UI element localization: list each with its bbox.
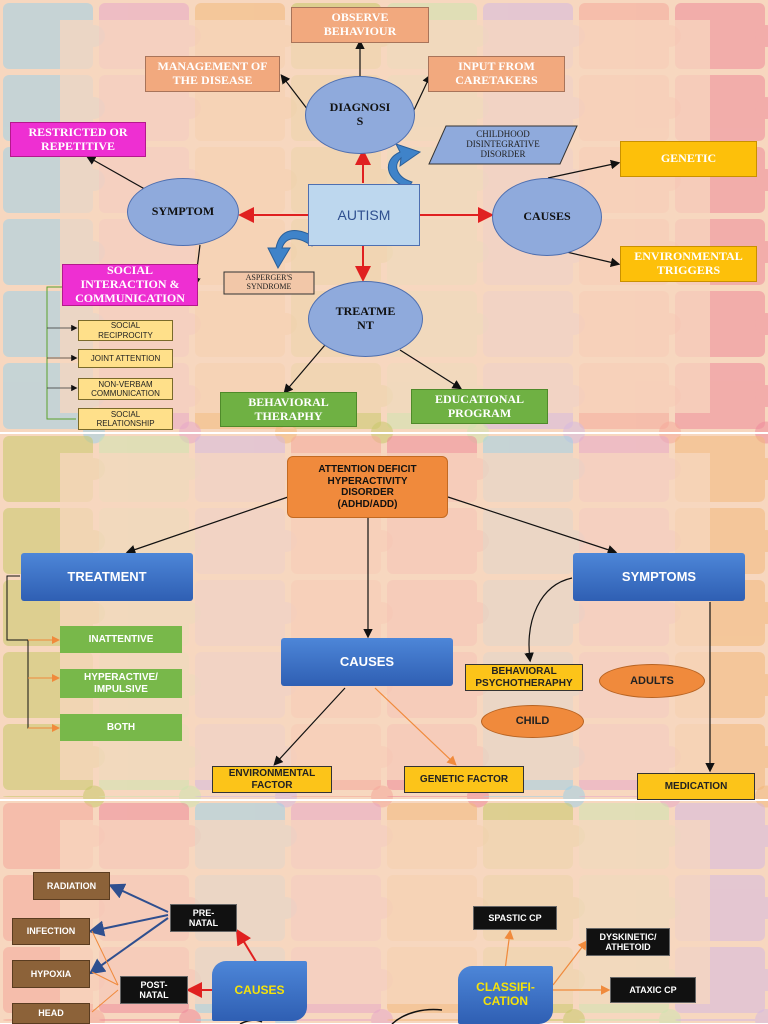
symptom-node: SYMPTOM [127,178,239,246]
puzzle-piece [675,1009,768,1024]
puzzle-piece [291,785,393,808]
child-node: CHILD [481,705,584,738]
prenatal-box: PRE- NATAL [170,904,237,932]
postnatal-box: POST- NATAL [120,976,188,1004]
observe-behaviour-box: OBSERVE BEHAVIOUR [291,7,429,43]
behavioral-therapy-box: BEHAVIORAL THERAPHY [220,392,357,427]
genetic-factor-box: GENETIC FACTOR [404,766,524,793]
dyskinetic-box: DYSKINETIC/ ATHETOID [586,928,670,956]
environmental-factor-box: ENVIRONMENTAL FACTOR [212,766,332,793]
classification-node: CLASSIFI- CATION [458,966,553,1024]
puzzle-piece [99,785,201,808]
asperger-node: ASPERGER'S SYNDROME [223,271,315,295]
asperger-label: ASPERGER'S SYNDROME [245,273,293,291]
puzzle-piece [579,1009,681,1024]
childhood-label: CHILDHOOD DISINTEGRATIVE DISORDER [466,129,540,159]
environmental-triggers-box: ENVIRONMENTAL TRIGGERS [620,246,757,282]
causes-node: CAUSES [492,178,602,256]
infection-box: INFECTION [12,918,90,945]
hyperactive-box: HYPERACTIVE/ IMPULSIVE [60,669,182,698]
adhd-treatment-box: TREATMENT [21,553,193,601]
behavioral-psychotherapy-box: BEHAVIORAL PSYCHOTHERAPHY [465,664,583,691]
restricted-box: RESTRICTED OR REPETITIVE [10,122,146,157]
inattentive-box: INATTENTIVE [60,626,182,653]
social-relationship-box: SOCIAL RELATIONSHIP [78,408,173,430]
ataxic-cp-box: ATAXIC CP [610,977,696,1003]
adhd-causes-box: CAUSES [281,638,453,686]
joint-attention-box: JOINT ATTENTION [78,349,173,368]
childhood-disorder-node: CHILDHOOD DISINTEGRATIVE DISORDER [428,125,578,165]
social-interaction-box: SOCIAL INTERACTION & COMMUNICATION [62,263,198,306]
parallelogram-shape [223,271,315,295]
adhd-title-node: ATTENTION DEFICIT HYPERACTIVITY DISORDER… [287,456,448,518]
diagnosis-node: DIAGNOSI S [305,76,415,154]
puzzle-piece [483,785,585,808]
adults-node: ADULTS [599,664,705,698]
cp-causes-node: CAUSES [212,961,307,1021]
social-reciprocity-box: SOCIAL RECIPROCITY [78,320,173,341]
educational-program-box: EDUCATIONAL PROGRAM [411,389,548,424]
both-box: BOTH [60,714,182,741]
puzzle-piece [3,785,105,808]
management-box: MANAGEMENT OF THE DISEASE [145,56,280,92]
hypoxia-box: HYPOXIA [12,960,90,988]
autism-center-node: AUTISM [308,184,420,246]
spastic-cp-box: SPASTIC CP [473,906,557,930]
input-caretakers-box: INPUT FROM CARETAKERS [428,56,565,92]
treatment-node: TREATME NT [308,281,423,357]
radiation-box: RADIATION [33,872,110,900]
medication-box: MEDICATION [637,773,755,800]
genetic-box: GENETIC [620,141,757,177]
head-box: HEAD [12,1003,90,1024]
non-verbal-communication-box: NON-VERBAM COMMUNICATION [78,378,173,400]
adhd-symptoms-box: SYMPTOMS [573,553,745,601]
